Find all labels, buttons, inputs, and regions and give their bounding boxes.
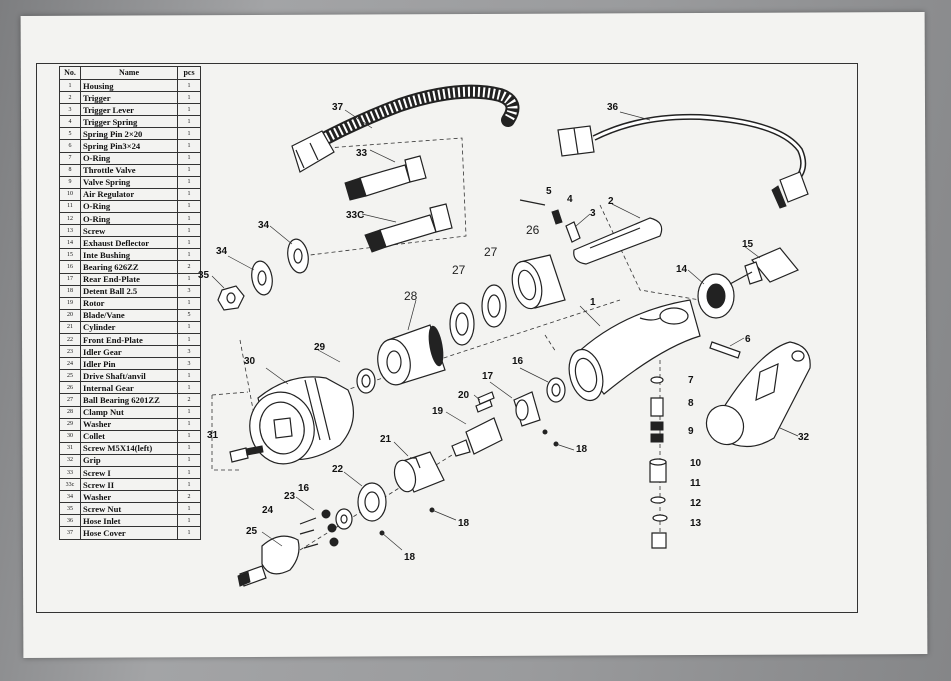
callout-34b: 34 [216,246,228,257]
callout-33: 33 [356,148,368,159]
callout-29: 29 [314,342,326,353]
callout-26: 26 [526,223,540,237]
callout-3: 3 [590,208,596,219]
callout-24: 24 [262,505,274,516]
callout-27a: 27 [484,245,498,259]
callout-31: 31 [207,430,219,441]
callout-12: 12 [690,498,702,509]
callout-30: 30 [244,356,256,367]
part-hose-cover [291,84,520,173]
part-valve-stack [649,376,668,549]
callout-18a: 18 [576,444,588,455]
callout-9: 9 [688,426,694,437]
callout-33c: 33C [346,210,364,221]
part-housing [568,299,701,402]
callout-25: 25 [246,526,258,537]
callout-18c: 18 [404,552,416,563]
callout-16b: 16 [298,483,310,494]
callout-28: 28 [404,289,418,303]
callout-labels: 1 2 3 4 5 6 7 8 9 10 11 12 13 14 15 16 1… [198,102,810,563]
callout-7: 7 [688,375,694,386]
callout-19: 19 [432,406,444,417]
callout-15: 15 [742,239,754,250]
callout-11: 11 [690,478,701,489]
callout-23: 23 [284,491,296,502]
diagram-border [36,63,858,613]
callout-6: 6 [745,334,751,345]
callout-17: 17 [482,371,494,382]
callout-1: 1 [590,297,596,308]
callout-27b: 27 [452,263,466,277]
part-trigger [519,199,663,265]
callout-37: 37 [332,102,344,113]
callout-20: 20 [458,390,470,401]
callout-18b: 18 [458,518,470,529]
part-qty-cell: 1 [177,453,201,468]
part-front-internals [237,451,445,587]
callout-14: 14 [676,264,688,275]
part-qty-cell: 1 [177,526,201,540]
part-bearings-gear [356,254,566,394]
part-grip [705,341,811,448]
part-name-cell: Hose Cover [80,526,178,540]
callout-10: 10 [690,458,702,469]
part-hose-inlet [557,113,809,209]
part-exhaust-deflector [697,247,799,319]
part-qty-cell: 1 [177,381,201,395]
callout-21: 21 [380,434,392,445]
callout-16a: 16 [512,356,524,367]
leader-lines [211,109,799,551]
callout-5: 5 [546,186,552,197]
part-rear-internals [451,377,566,457]
part-washers-nut [217,238,309,311]
callout-8: 8 [688,398,694,409]
callout-2: 2 [608,196,614,207]
callout-22: 22 [332,464,344,475]
callout-13: 13 [690,518,702,529]
callout-32: 32 [798,432,810,443]
callout-35: 35 [198,270,210,281]
part-collet [229,376,355,465]
callout-4: 4 [567,194,573,205]
part-screws [344,155,453,253]
callout-36: 36 [607,102,619,113]
callout-34a: 34 [258,220,270,231]
part-spring-pin [709,341,741,359]
